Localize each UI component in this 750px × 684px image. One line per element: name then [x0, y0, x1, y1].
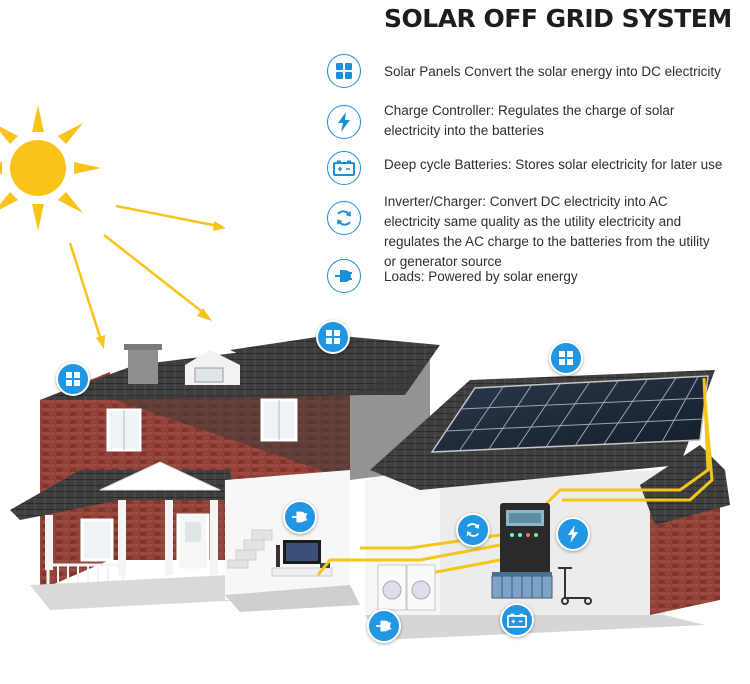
legend-item-inverter: Inverter/Charger: Convert DC electricity…: [327, 192, 724, 272]
solar-panel-icon: [559, 351, 573, 365]
inverter-badge: [456, 513, 490, 547]
plug-icon: [292, 511, 308, 523]
charge-controller-unit: [500, 503, 550, 575]
legend-text: Solar Panels Convert the solar energy in…: [384, 64, 721, 79]
lightning-bolt-icon: [327, 105, 361, 139]
legend-text: Inverter/Charger: Convert DC electricity…: [384, 194, 710, 269]
plug-icon: [376, 620, 392, 632]
sun: [0, 105, 101, 231]
electric-scooter: [558, 567, 592, 605]
legend-item-solar-panels: Solar Panels Convert the solar energy in…: [327, 54, 724, 88]
sun-rays: [68, 204, 226, 349]
diagram-title: SOLAR OFF GRID SYSTEM: [384, 4, 732, 33]
lightning-bolt-icon: [567, 525, 579, 543]
solar-panel-badge: [56, 362, 90, 396]
legend-item-charge-controller: Charge Controller: Regulates the charge …: [327, 101, 724, 141]
solar-panel-icon: [66, 372, 80, 386]
legend-item-loads: Loads: Powered by solar energy: [327, 259, 724, 293]
plug-badge: [283, 500, 317, 534]
battery-icon: [327, 151, 361, 185]
legend-text: Deep cycle Batteries: Stores solar elect…: [384, 157, 723, 172]
solar-panel-badge: [316, 320, 350, 354]
solar-panel-badge: [549, 341, 583, 375]
living-room-cutaway: [225, 470, 360, 612]
legend-text: Charge Controller: Regulates the charge …: [384, 103, 675, 138]
plug-badge: [367, 609, 401, 643]
washer-dryer: [377, 564, 436, 611]
legend-item-batteries: Deep cycle Batteries: Stores solar elect…: [327, 151, 724, 185]
battery-bank: [491, 572, 553, 599]
plug-icon: [327, 259, 361, 293]
battery-icon: [507, 613, 527, 628]
solar-panel-icon: [327, 54, 361, 88]
legend-text: Loads: Powered by solar energy: [384, 269, 578, 284]
battery-badge: [500, 603, 534, 637]
charge-controller-badge: [556, 517, 590, 551]
cycle-arrows-icon: [466, 523, 480, 537]
solar-panel-icon: [326, 330, 340, 344]
solar-panel-array: [430, 375, 709, 453]
cycle-arrows-icon: [327, 201, 361, 235]
